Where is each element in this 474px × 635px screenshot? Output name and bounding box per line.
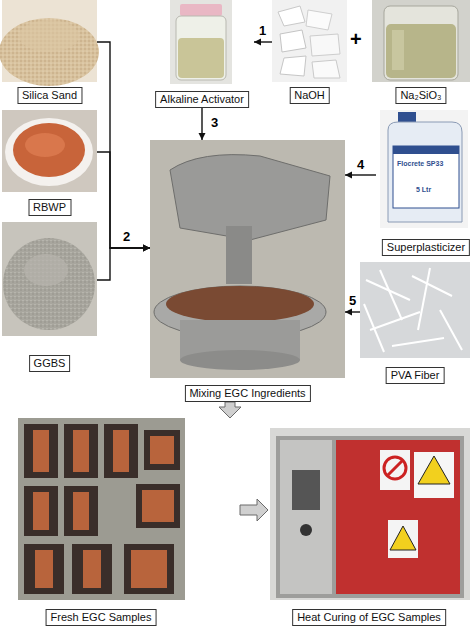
caption-box: Silica Sand	[17, 87, 82, 104]
pva-fiber-photo	[360, 262, 470, 358]
step-number: 1	[258, 24, 267, 38]
photo-node: Mixing EGC Ingredients	[150, 140, 345, 402]
silica-sand-photo	[0, 0, 99, 86]
block-arrow	[240, 499, 268, 521]
step-number: 4	[356, 158, 365, 172]
connector-arrow	[254, 39, 272, 46]
ggbs-photo	[2, 222, 97, 336]
alkaline-activator-photo	[170, 0, 232, 84]
connector-arrow	[345, 309, 360, 316]
caption-box: Fresh EGC Samples	[46, 609, 157, 626]
rbwp-photo	[2, 110, 97, 192]
step-number: 3	[210, 116, 219, 130]
caption-box: Alkaline Activator	[155, 91, 249, 108]
caption-box: Heat Curing of EGC Samples	[292, 609, 446, 626]
sodium-silicate-photo	[372, 0, 470, 82]
plus-sign: +	[350, 28, 362, 51]
connector-arrow	[97, 42, 150, 252]
connector-arrow	[97, 245, 150, 281]
curing-oven-photo	[270, 428, 470, 600]
photo-node: Fresh EGC Samples	[10, 418, 240, 626]
connector-arrow	[345, 172, 376, 179]
step-number: 5	[348, 294, 357, 308]
mixer-photo	[150, 140, 345, 378]
connector-arrow	[97, 152, 150, 252]
fresh-samples-photo	[18, 418, 185, 600]
connector-arrow	[199, 108, 206, 140]
jug-brand-text: Flocrete SP33	[397, 160, 443, 167]
photo-node: PVA Fiber	[360, 262, 470, 384]
caption-box: RBWP	[28, 199, 71, 216]
superplasticizer-jug-photo	[380, 110, 468, 228]
photo-node: Heat Curing of EGC Samples	[268, 428, 470, 626]
photo-node: GGBS	[2, 222, 97, 372]
step-number: 2	[122, 230, 131, 244]
photo-node: Alkaline Activator	[150, 0, 254, 108]
caption-box: GGBS	[29, 355, 71, 372]
photo-node: NaOH	[272, 0, 347, 104]
caption-box: Na₂SiO₃	[395, 87, 446, 104]
photo-node: Superplasticizer	[376, 110, 472, 256]
naoh-flakes-photo	[272, 0, 347, 82]
photo-node: RBWP	[2, 110, 97, 216]
photo-node: Silica Sand	[2, 0, 97, 104]
jug-volume-text: 5 Ltr	[416, 186, 431, 193]
caption-box: Superplasticizer	[382, 239, 470, 256]
photo-node: Na₂SiO₃	[372, 0, 470, 104]
caption-box: PVA Fiber	[386, 367, 445, 384]
caption-box: NaOH	[289, 87, 330, 104]
caption-box: Mixing EGC Ingredients	[184, 385, 310, 402]
block-arrow	[219, 402, 241, 418]
